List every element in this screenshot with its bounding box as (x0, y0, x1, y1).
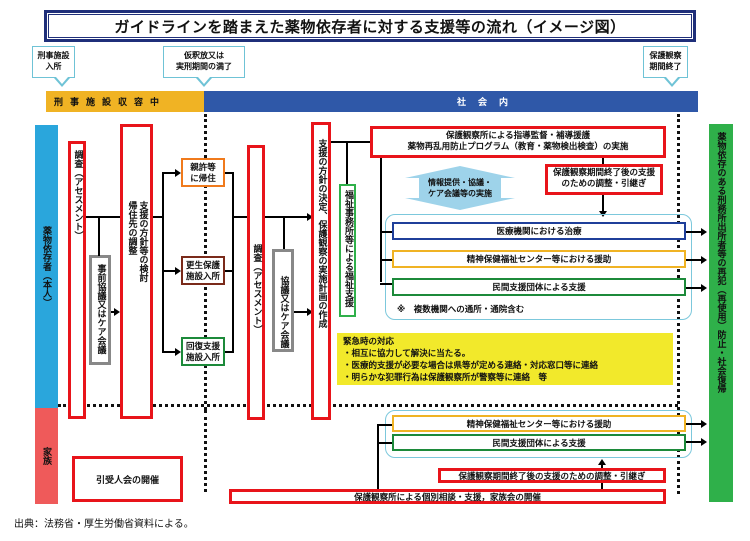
emergency-item: ・医療的支援が必要な場合は県等が定める連絡・対応窓口等に連絡 (343, 361, 599, 371)
connector (162, 270, 176, 272)
label-family: 家族 (35, 408, 58, 504)
box-assessment-2: 調査（アセスメント） (247, 145, 265, 420)
connector (380, 259, 392, 261)
arrow-right-icon (307, 213, 313, 221)
page-title: ガイドラインを踏まえた薬物依存者に対する支援等の流れ（イメージ図） (44, 10, 696, 42)
arrow-right-icon (175, 267, 181, 275)
connector (602, 158, 604, 166)
connector (686, 441, 702, 443)
box-mental-health-center: 精神保健福祉センター等における援助 (392, 250, 686, 268)
arrow-right-icon (701, 228, 707, 236)
box-post-probation-coordination: 保護観察期間終了後の支援 のための調整・引継ぎ (545, 164, 663, 195)
arrow-right-icon (701, 420, 707, 428)
emergency-item: ・相互に協力して解決に当たる。 (343, 349, 471, 359)
group-person-services (385, 214, 692, 320)
connector (331, 141, 371, 143)
connector (294, 311, 308, 313)
connector (265, 216, 309, 218)
connector (686, 259, 702, 261)
connector (225, 270, 233, 272)
emergency-heading: 緊急時の対応 (343, 337, 395, 347)
arrow-right-icon (114, 308, 120, 316)
divider-probation-end (677, 114, 680, 494)
box-rehab-facility: 更生保護 施設入所 (181, 256, 225, 285)
arrow-right-icon (701, 256, 707, 264)
connector (380, 231, 392, 233)
box-family-private-support: 民間支援団体による支援 (392, 434, 686, 451)
connector (162, 172, 176, 174)
connector (98, 216, 100, 256)
connector (162, 172, 164, 352)
note-multiple-agencies: ※ 複数機関への通所・通院含む (397, 305, 525, 315)
connector (86, 216, 120, 218)
box-probation-guidance: 保護観察所による指導監督・補導援護 薬物再乱用防止プログラム（教育・薬物検出検査… (370, 126, 666, 158)
group-family-services (385, 410, 692, 458)
connector (346, 141, 348, 185)
box-support-policy-decision: 支援の方針の決定、保護観察の実施計画の作成 (311, 122, 331, 420)
connector (686, 423, 702, 425)
label-goal: 薬物依存のある刑務所出所者等の再犯（再使用）防止・社会復帰 (709, 124, 733, 502)
box-consultation-or-care: 協議又はケア会議 (272, 249, 294, 352)
connector (225, 351, 233, 353)
connector (686, 231, 702, 233)
info-sharing-label: 情報提供・協議・ ケア会議等の実施 (428, 178, 492, 198)
connector (283, 216, 285, 250)
box-pre-consultation: 事前協議又はケア会議 (89, 255, 111, 365)
connector (153, 216, 163, 218)
connector (162, 351, 176, 353)
divider-person-family (58, 404, 678, 407)
milestone-probation-end: 保護観察 期間終了 (643, 46, 688, 78)
connector (686, 287, 702, 289)
connector (111, 311, 115, 313)
connector (232, 172, 234, 353)
box-welfare-support: 福祉事務所等による福祉支援 (339, 184, 356, 317)
box-assessment-1: 調査（アセスメント） (68, 141, 86, 419)
connector (225, 172, 233, 174)
emergency-item: ・明らかな犯罪行為は保護観察所が警察等に連絡 等 (343, 373, 548, 383)
label-person: 薬物依存者（本人） (35, 125, 58, 408)
box-support-policy-review: 支援の方針等の検討 帰住先の調整 (120, 124, 153, 419)
info-sharing-arrow-icon (405, 166, 515, 210)
connector (377, 424, 392, 426)
arrow-up-icon (598, 459, 606, 465)
arrow-right-icon (175, 348, 181, 356)
milestone-parole: 仮釈放又は 実刑期間の満了 (163, 46, 245, 78)
box-recovery-facility: 回復支援 施設入所 (181, 337, 225, 366)
band-in-custody: 刑事施設収容中 (46, 91, 204, 112)
box-family-post-probation-coordination: 保護観察期間終了後の支援のための調整・引継ぎ (438, 468, 666, 483)
connector (377, 424, 379, 490)
connector (602, 195, 604, 213)
divider-release-family (204, 410, 207, 492)
source-note: 出典：法務省・厚生労働省資料による。 (14, 519, 194, 530)
connector (380, 283, 392, 285)
arrow-right-icon (701, 284, 707, 292)
milestone-arrow-icon (664, 77, 680, 87)
box-private-support: 民間支援団体による支援 (392, 278, 686, 296)
box-family-reception-meeting: 引受人会の開催 (72, 456, 183, 502)
box-medical-treatment: 医療機関における治療 (392, 222, 686, 240)
box-family-mental-health-center: 精神保健福祉センター等における援助 (392, 415, 686, 432)
arrow-right-icon (307, 308, 313, 316)
band-in-society: 社会内 (204, 91, 698, 112)
box-return-to-relatives: 親許等 に帰住 (181, 158, 225, 187)
box-family-probation-consult: 保護観察所による個別相談・支援，家族会の開催 (229, 489, 666, 504)
milestone-arrow-icon (54, 77, 70, 87)
connector (232, 216, 247, 218)
connector (377, 442, 392, 444)
emergency-response: 緊急時の対応 ・相互に協力して解決に当たる。 ・医療的支援が必要な場合は県等が定… (337, 333, 673, 385)
arrow-right-icon (701, 438, 707, 446)
connector (380, 158, 382, 282)
milestone-prison-entry: 刑事施設 入所 (32, 46, 75, 78)
arrow-right-icon (175, 169, 181, 177)
milestone-arrow-icon (196, 77, 212, 87)
